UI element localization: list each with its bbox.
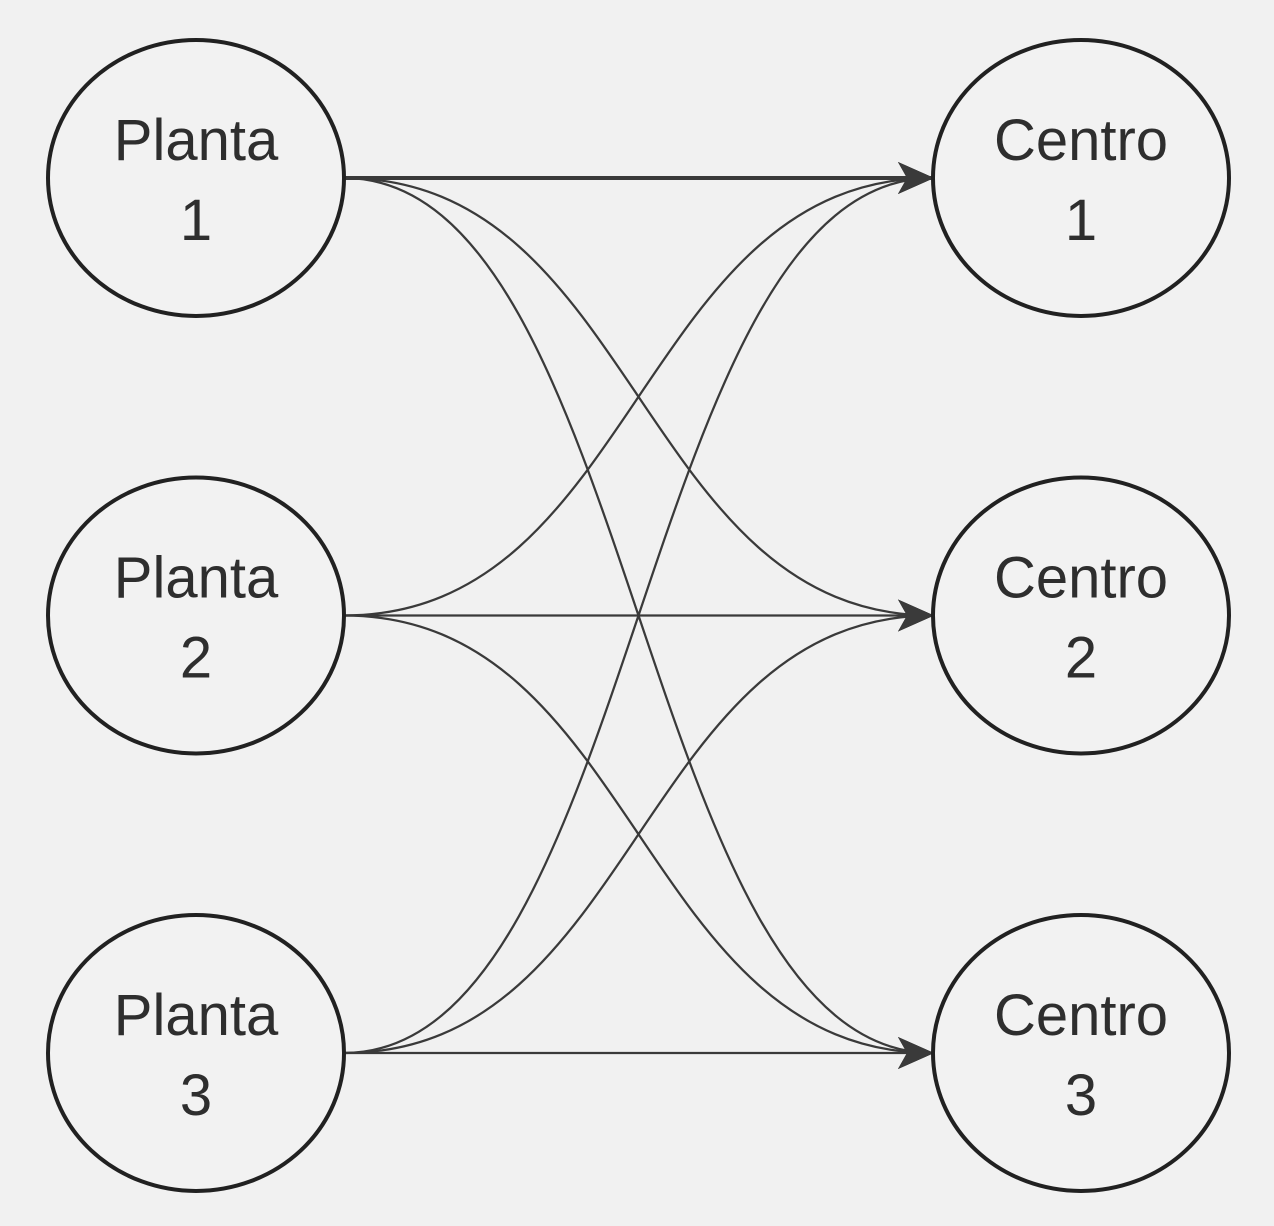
node-centro-2: Centro 2 (931, 475, 1231, 756)
node-label-line2: 2 (1065, 626, 1097, 691)
node-label-line2: 3 (1065, 1063, 1097, 1128)
node-planta-2: Planta 2 (46, 475, 346, 756)
edge-planta-3-to-centro-1 (343, 162, 934, 1055)
edge-planta-3-to-centro-2 (343, 599, 934, 1055)
node-label-line1: Planta (114, 983, 279, 1048)
node-label-line2: 3 (180, 1063, 212, 1128)
node-label-centro-2: Centro 2 (994, 546, 1168, 691)
node-label-planta-3: Planta 3 (114, 983, 279, 1128)
node-planta-1: Planta 1 (46, 38, 346, 318)
node-label-centro-1: Centro 1 (994, 108, 1168, 253)
node-ellipse-planta-1 (46, 38, 346, 318)
node-label-line1: Centro (994, 983, 1168, 1048)
node-label-line2: 1 (1065, 188, 1097, 253)
node-ellipse-centro-3 (931, 913, 1231, 1193)
edge-planta-2-to-centro-1 (343, 162, 934, 617)
node-ellipse-centro-2 (931, 475, 1231, 756)
node-centro-1: Centro 1 (931, 38, 1231, 318)
node-label-planta-2: Planta 2 (114, 546, 279, 691)
node-label-planta-1: Planta 1 (114, 108, 279, 253)
node-label-line1: Centro (994, 108, 1168, 173)
node-label-line2: 2 (180, 626, 212, 691)
node-label-centro-3: Centro 3 (994, 983, 1168, 1128)
node-planta-3: Planta 3 (46, 913, 346, 1193)
edges-layer (343, 162, 934, 1069)
node-ellipse-planta-2 (46, 475, 346, 756)
node-ellipse-planta-3 (46, 913, 346, 1193)
node-label-line2: 1 (180, 188, 212, 253)
node-label-line1: Centro (994, 546, 1168, 611)
node-ellipse-centro-1 (931, 38, 1231, 318)
node-centro-3: Centro 3 (931, 913, 1231, 1193)
node-label-line1: Planta (114, 108, 279, 173)
node-label-line1: Planta (114, 546, 279, 611)
